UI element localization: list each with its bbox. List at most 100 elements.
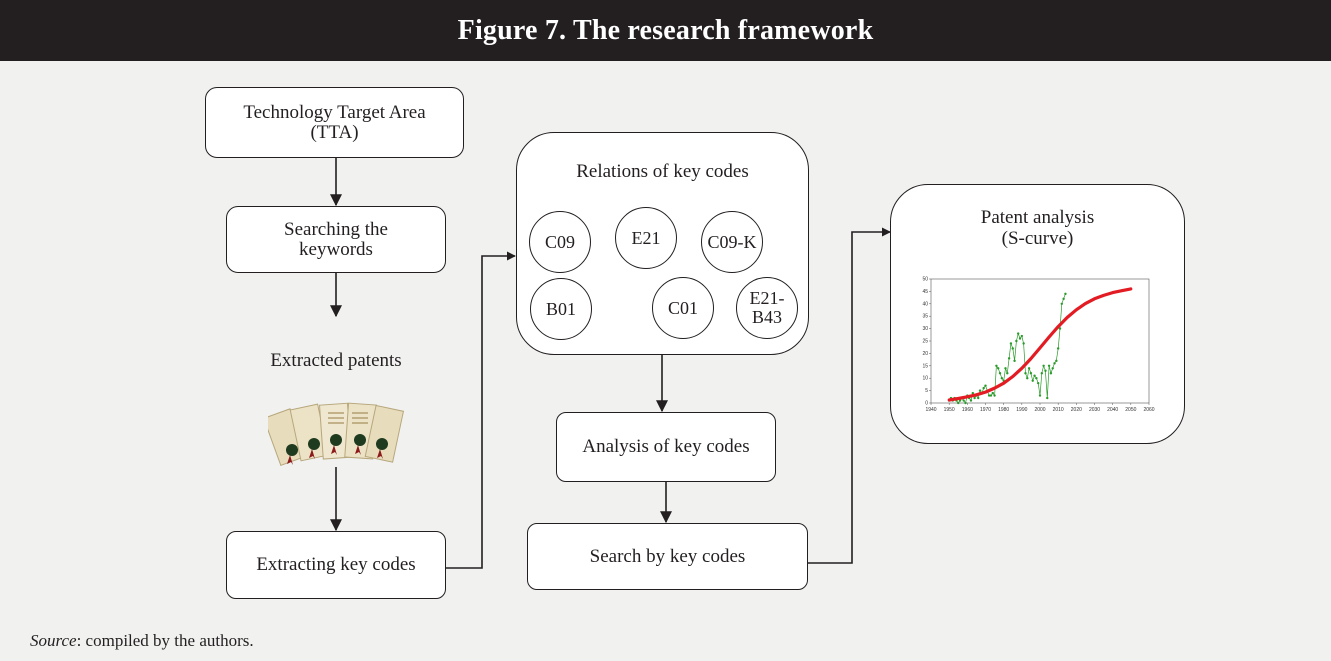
series-0-point: [1060, 302, 1063, 305]
y-tick-label: 35: [922, 314, 928, 320]
y-tick-label: 0: [925, 401, 928, 407]
series-0-point: [1062, 297, 1065, 301]
y-tick-label: 25: [922, 339, 928, 345]
series-0-point: [984, 384, 987, 387]
source-label: Source: [30, 631, 77, 650]
series-0-point: [1064, 292, 1067, 296]
key-code-circle: C09-K: [701, 211, 763, 273]
series-0-point: [1031, 379, 1034, 382]
searching-keywords-label: Searching the keywords: [284, 218, 388, 260]
series-0-point: [993, 394, 996, 397]
series-0-point: [998, 372, 1002, 375]
x-tick-label: 2040: [1107, 407, 1118, 413]
y-tick-label: 15: [922, 363, 928, 369]
figure-title: Figure 7. The research framework: [0, 0, 1331, 61]
series-0-point: [1055, 359, 1058, 363]
patent-analysis-subtitle: (S-curve): [1001, 228, 1074, 249]
arrow-search-to-patent-analysis: [808, 227, 891, 564]
series-0-point: [1017, 332, 1020, 335]
series-0-point: [1058, 327, 1062, 330]
series-0-point: [982, 386, 985, 390]
source-text: : compiled by the authors.: [76, 631, 254, 650]
series-0-point: [1056, 347, 1060, 350]
series-0-point: [1013, 359, 1016, 363]
series-0-point: [1020, 334, 1024, 338]
series-0-point: [1051, 367, 1054, 370]
y-tick-label: 40: [922, 301, 928, 307]
series-0-point: [1035, 377, 1038, 380]
x-tick-label: 2030: [1089, 407, 1100, 413]
series-0-point: [1011, 347, 1014, 350]
key-code-circle: E21- B43: [736, 277, 798, 339]
series-0-point: [973, 396, 976, 400]
patent-analysis-title: Patent analysis: [980, 207, 1095, 228]
series-0-point: [995, 364, 998, 367]
x-tick-label: 1980: [998, 407, 1009, 413]
x-tick-label: 2010: [1053, 407, 1064, 413]
source-note: Source: compiled by the authors.: [30, 631, 254, 651]
series-0-point: [1006, 372, 1009, 375]
series-0-point: [964, 401, 967, 405]
series-0-point: [1022, 342, 1025, 345]
series-0-point: [1042, 364, 1045, 367]
x-tick-label: 1990: [1016, 407, 1027, 413]
series-0-point: [977, 396, 980, 400]
key-code-circle: C09: [529, 211, 591, 273]
series-0-point: [1029, 372, 1033, 375]
series-0-point: [1009, 342, 1013, 345]
key-code-circle: C01: [652, 277, 714, 339]
x-tick-label: 2020: [1071, 407, 1082, 413]
y-tick-label: 5: [925, 388, 928, 394]
patent-documents-icon: [268, 402, 405, 467]
series-0-point: [987, 394, 991, 397]
series-0-point: [1049, 372, 1053, 375]
series-0-point: [1040, 372, 1044, 375]
series-0-point: [978, 389, 982, 392]
extracted-patents-label: Extracted patents: [270, 350, 402, 371]
series-0-point: [1024, 372, 1027, 375]
series-0-point: [1004, 367, 1007, 370]
series-0-point: [1000, 377, 1004, 380]
series-0-point: [962, 399, 965, 402]
series-0-point: [989, 394, 993, 397]
x-tick-label: 1970: [980, 407, 991, 413]
series-0-point: [1038, 394, 1042, 397]
relations-title: Relations of key codes: [576, 161, 749, 182]
searching-keywords-box: Searching the keywords: [226, 206, 446, 273]
key-code-circle: E21: [615, 207, 677, 269]
y-tick-label: 20: [922, 351, 928, 357]
y-tick-label: 50: [922, 277, 928, 283]
tta-label: Technology Target Area (TTA): [243, 101, 426, 143]
y-tick-label: 10: [922, 376, 928, 382]
search-by-key-codes-box: Search by key codes: [527, 523, 808, 590]
x-tick-label: 2000: [1034, 407, 1045, 413]
series-0-point: [957, 401, 960, 405]
x-tick-label: 1960: [962, 407, 973, 413]
series-0-point: [969, 399, 973, 402]
series-0-point: [1036, 381, 1040, 385]
series-0-point: [1053, 362, 1056, 365]
series-0-point: [1046, 396, 1049, 400]
series-0-point: [1007, 357, 1011, 360]
y-tick-label: 45: [922, 289, 928, 295]
series-0-point: [1018, 337, 1022, 340]
search-by-key-codes-label: Search by key codes: [589, 545, 746, 567]
y-tick-label: 30: [922, 326, 928, 332]
analysis-of-key-codes-box: Analysis of key codes: [556, 412, 776, 482]
extracting-key-codes-box: Extracting key codes: [226, 531, 446, 599]
series-0-point: [997, 367, 1000, 370]
x-tick-label: 2050: [1125, 407, 1136, 413]
series-0-point: [958, 399, 962, 402]
series-0-point: [1047, 364, 1051, 367]
series-0-point: [1027, 367, 1031, 370]
series-0-point: [991, 391, 994, 395]
tta-box: Technology Target Area (TTA): [205, 87, 464, 158]
series-0-point: [1015, 339, 1018, 343]
series-0-point: [1033, 374, 1036, 377]
analysis-of-key-codes-label: Analysis of key codes: [582, 436, 750, 457]
x-tick-label: 1950: [944, 407, 955, 413]
extracting-key-codes-label: Extracting key codes: [256, 554, 416, 575]
series-0-point: [971, 391, 974, 395]
